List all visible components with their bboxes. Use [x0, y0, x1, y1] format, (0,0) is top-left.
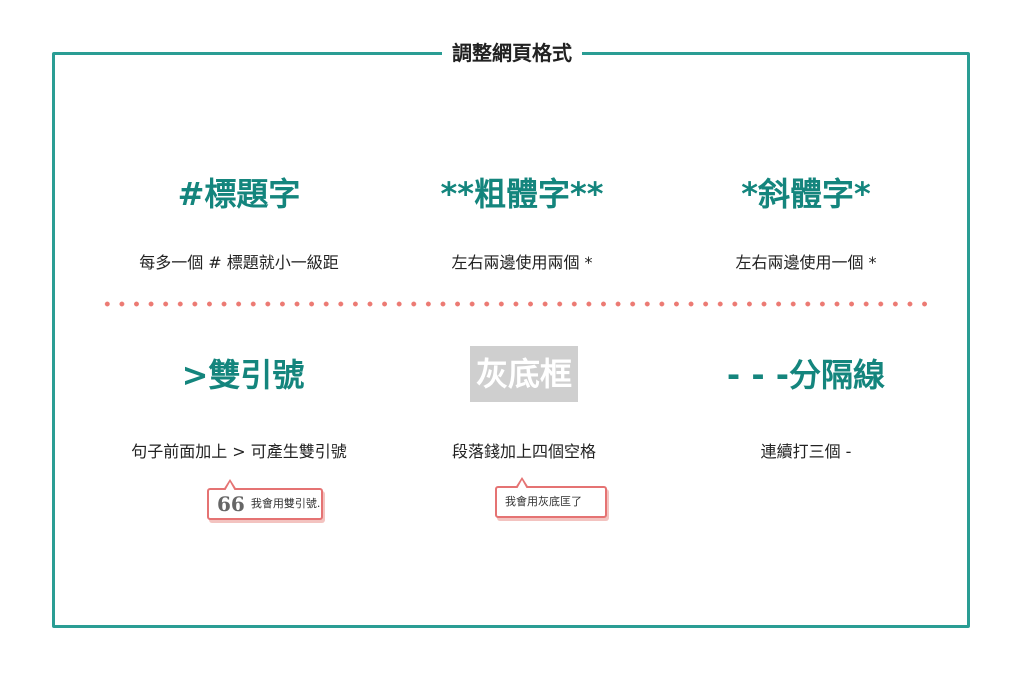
bold-description: 左右兩邊使用兩個 *: [451, 253, 593, 272]
quote-mark-icon: 66: [217, 492, 245, 516]
card-divider: - - -分隔線: [656, 355, 956, 395]
card-italic-desc: 左右兩邊使用一個 *: [656, 252, 956, 274]
card-quote: >雙引號: [93, 355, 393, 395]
gray-bubble: 我會用灰底匡了: [495, 477, 607, 518]
bubble-pointer-fill: [517, 480, 527, 489]
dotted-divider: [100, 300, 930, 308]
card-bold-desc: 左右兩邊使用兩個 *: [372, 252, 672, 274]
quote-bubble-text: 我會用雙引號.: [250, 497, 321, 510]
card-gray-desc: 段落錢加上四個空格: [374, 441, 674, 463]
divider-description: 連續打三個 -: [760, 442, 852, 461]
divider-example: - - -分隔線: [726, 356, 886, 394]
bubble-pointer-fill: [225, 482, 235, 491]
card-bold: **粗體字**: [372, 174, 672, 214]
section-frame: [52, 52, 970, 628]
quote-description: 句子前面加上 > 可產生雙引號: [131, 442, 347, 461]
bold-example: **粗體字**: [440, 175, 604, 213]
card-quote-desc: 句子前面加上 > 可產生雙引號: [89, 441, 389, 463]
card-gray-box: 灰底框: [374, 346, 674, 402]
card-heading-level: #標題字: [89, 174, 389, 214]
card-divider-desc: 連續打三個 -: [656, 441, 956, 463]
quote-bubble: 66 我會用雙引號.: [207, 479, 323, 520]
gray-box-example: 灰底框: [469, 346, 578, 402]
heading-description: 每多一個 # 標題就小一級距: [139, 253, 339, 272]
heading-example: #標題字: [177, 175, 301, 213]
quote-example: >雙引號: [181, 356, 305, 394]
italic-description: 左右兩邊使用一個 *: [735, 253, 877, 272]
gray-box-description: 段落錢加上四個空格: [451, 442, 596, 461]
card-italic: *斜體字*: [656, 174, 956, 214]
card-heading-desc: 每多一個 # 標題就小一級距: [89, 252, 389, 274]
italic-example: *斜體字*: [741, 175, 871, 213]
gray-bubble-text: 我會用灰底匡了: [505, 495, 582, 508]
